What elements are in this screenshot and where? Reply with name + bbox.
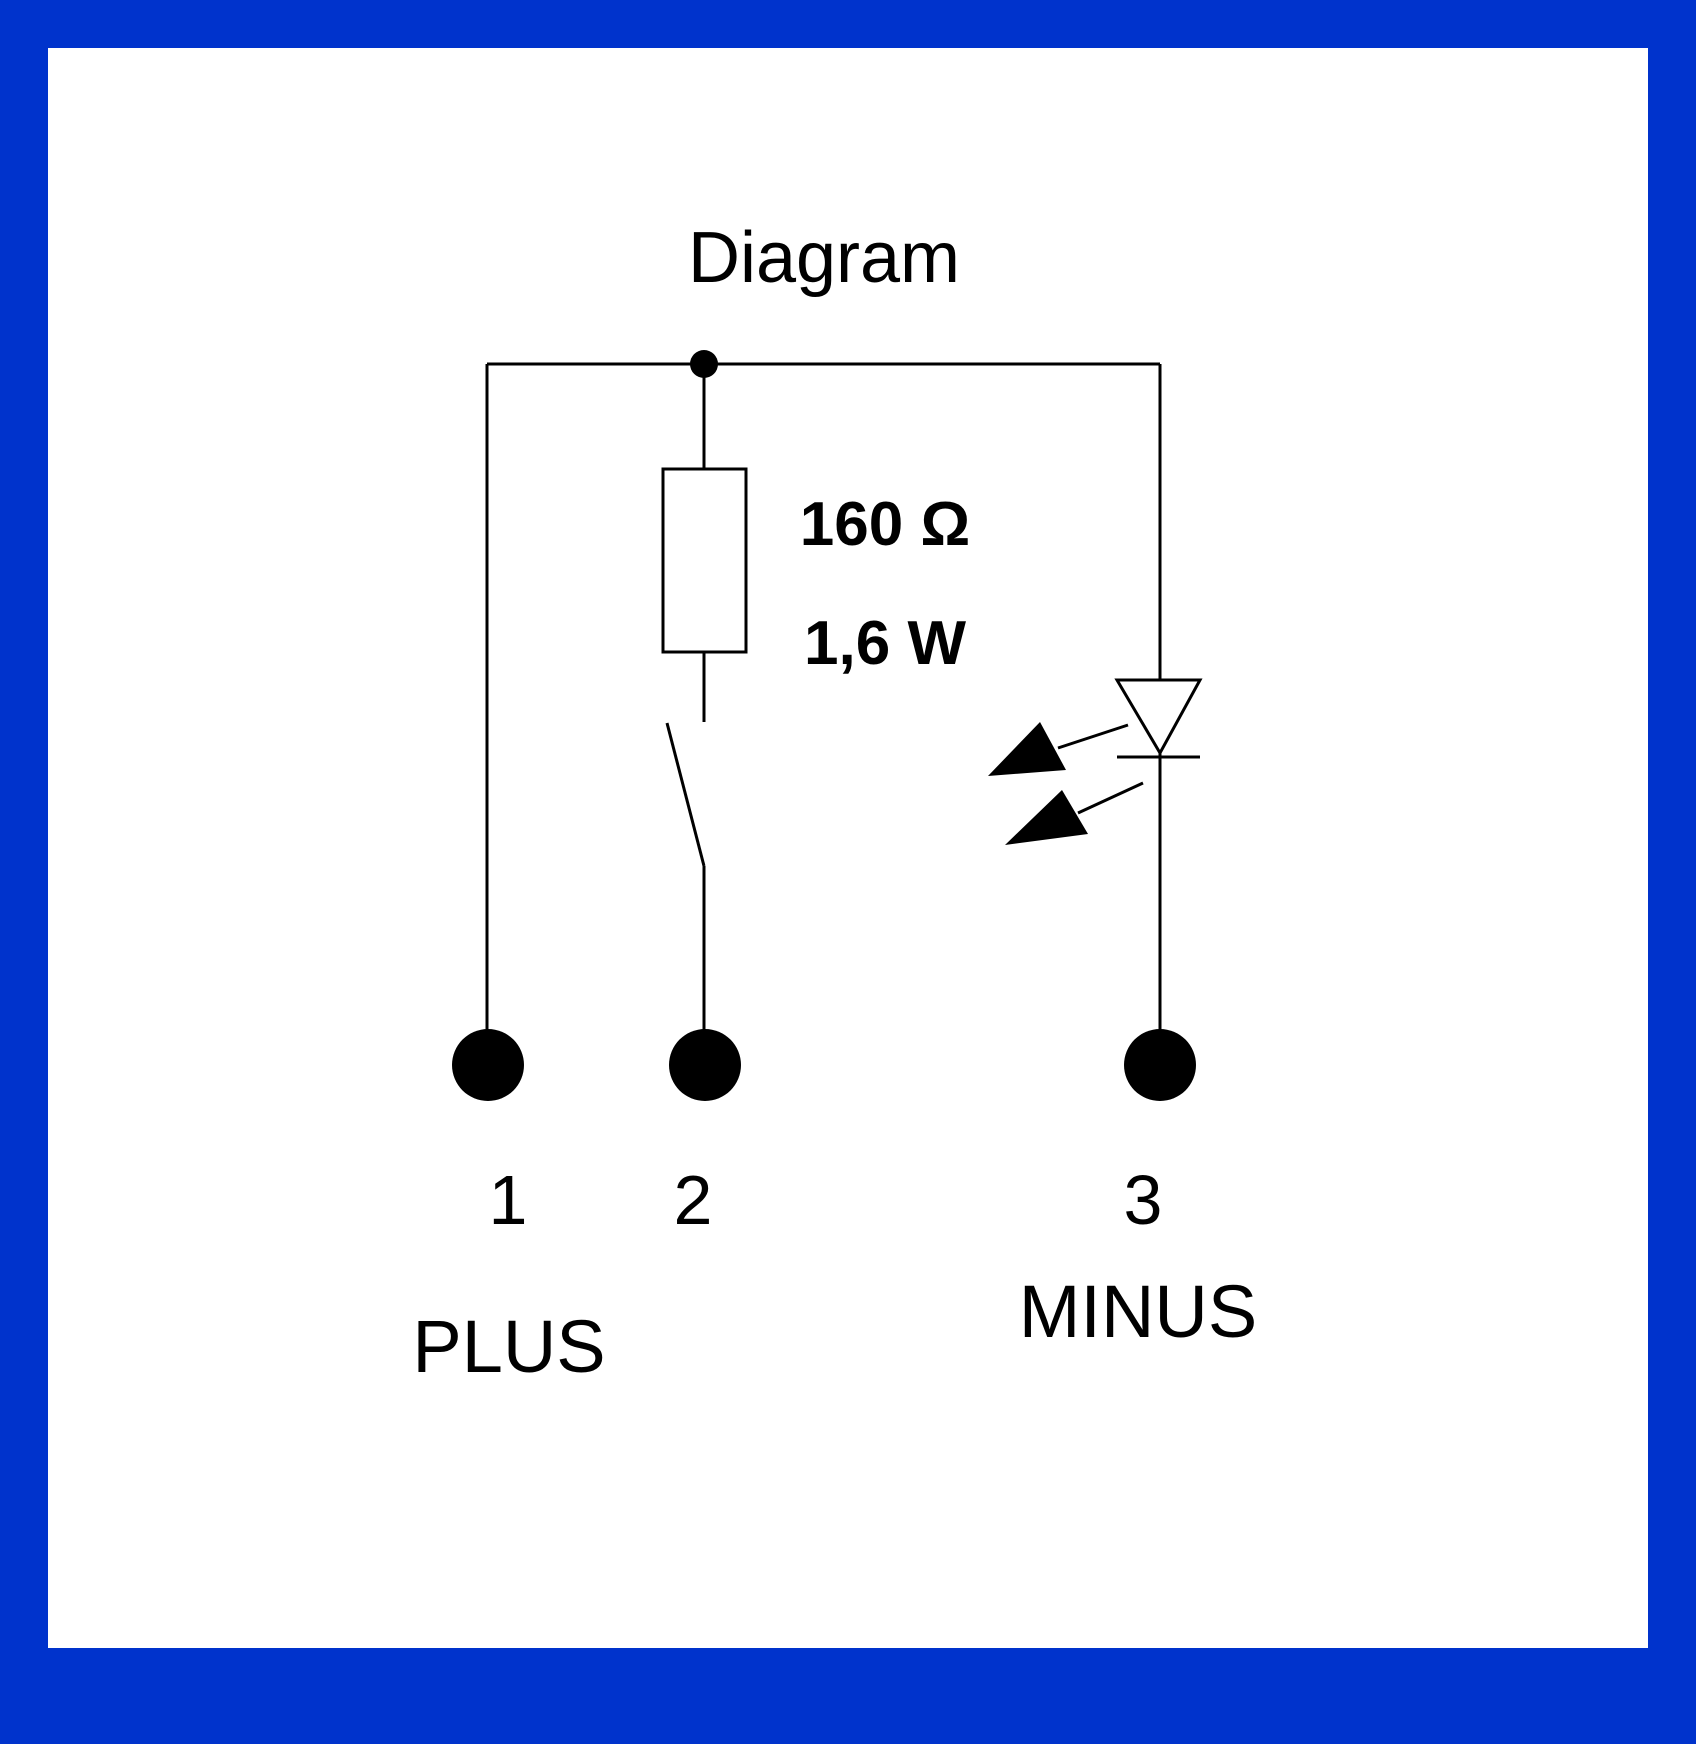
led-arrow-head-2 [1005,790,1088,845]
resistor-resistance-label: 160 Ω [800,490,970,559]
terminal-3-number: 3 [1124,1161,1163,1239]
diagram-title: Diagram [688,218,960,298]
led-arrow-shaft-2 [1077,781,1144,815]
led-symbol [988,678,1203,845]
terminal-1-name: PLUS [412,1305,605,1388]
diagram-canvas: Diagram 160 Ω 1,6 W [48,48,1648,1648]
wires [485,362,1162,1064]
junction-dot [690,350,718,378]
switch-blade [665,722,706,867]
resistor-power-label: 1,6 W [804,609,966,678]
terminal-2-dot [669,1029,741,1101]
led-arrow-shaft-1 [1057,723,1129,750]
terminal-3-dot [1124,1029,1196,1101]
terminal-1-dot [452,1029,524,1101]
led-arrow-head-1 [988,722,1066,776]
terminal-1-number: 1 [489,1161,528,1239]
circuit-schematic: Diagram 160 Ω 1,6 W [412,218,1257,1388]
terminal-3-name: MINUS [1019,1270,1257,1353]
terminal-2-number: 2 [674,1161,713,1239]
resistor-symbol [661,467,748,654]
diode-triangle [1114,678,1203,757]
